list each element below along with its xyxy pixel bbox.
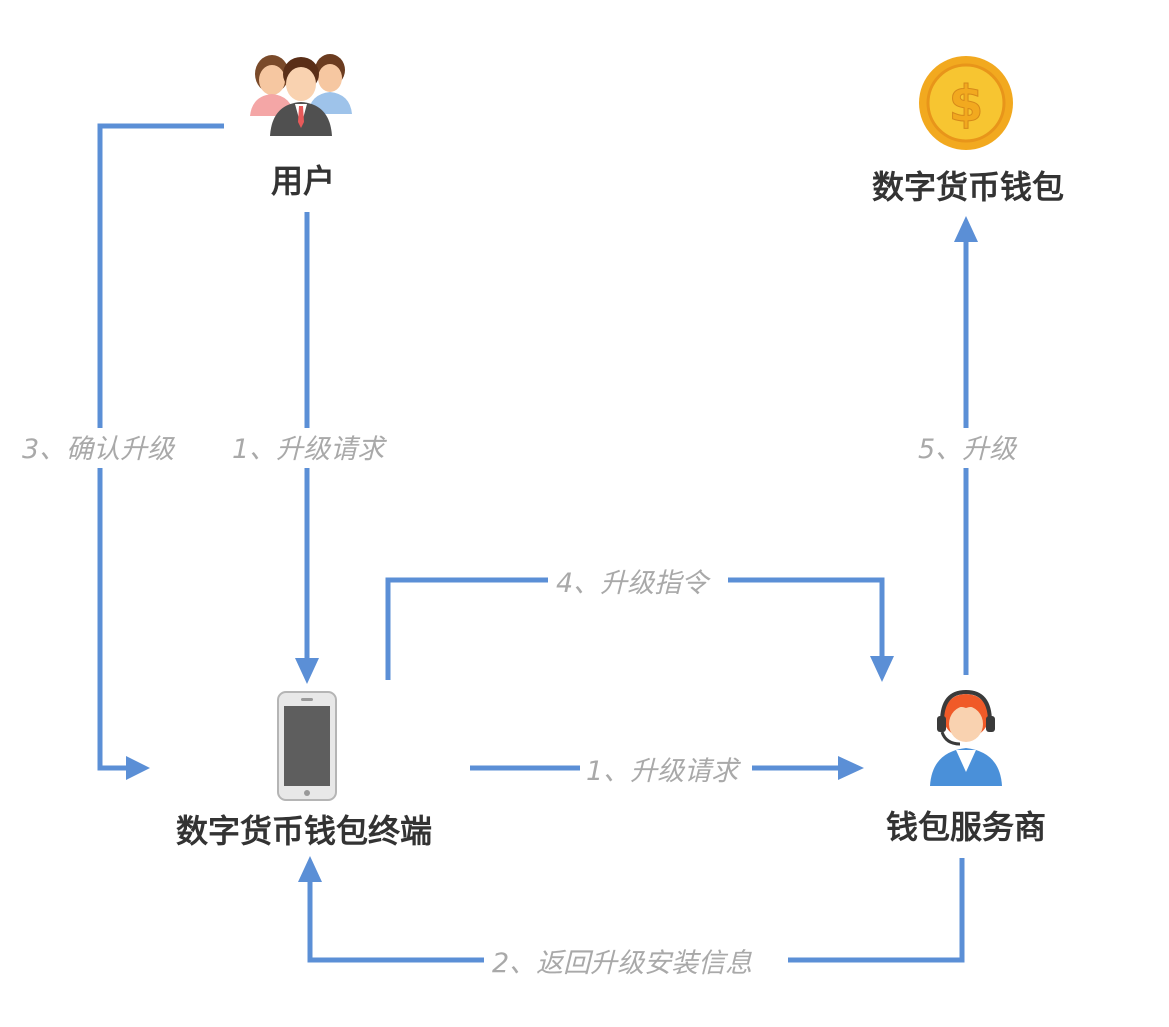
edge-confirm-upgrade-arrowhead [126, 756, 150, 780]
edge-label-return-install-info: 2、返回升级安装信息 [492, 948, 752, 979]
node-label-wallet: 数字货币钱包 [872, 168, 1064, 206]
edge-label-user-upgrade-request: 1、升级请求 [232, 434, 387, 465]
customer-service-agent-icon [930, 689, 1002, 786]
node-label-user: 用户 [271, 162, 335, 200]
edge-label-upgrade: 5、升级 [918, 434, 1018, 465]
smartphone-icon [277, 691, 337, 801]
edge-label-upgrade-command: 4、升级指令 [556, 568, 711, 599]
dollar-coin-icon: $ [919, 56, 1013, 150]
edge-label-terminal-upgrade-request: 1、升级请求 [586, 756, 741, 787]
node-label-terminal: 数字货币钱包终端 [176, 812, 432, 850]
svg-text:$: $ [949, 75, 984, 133]
node-label-provider: 钱包服务商 [886, 808, 1046, 846]
edge-user-upgrade-request-arrowhead [295, 658, 319, 684]
users-group-icon [250, 54, 352, 136]
edge-upgrade-arrowhead [954, 216, 978, 242]
edge-terminal-upgrade-request-arrowhead [838, 756, 864, 780]
edge-label-confirm-upgrade: 3、确认升级 [22, 434, 176, 465]
edge-upgrade-command-arrowhead [870, 656, 894, 682]
edge-return-install-info-arrowhead [298, 856, 322, 882]
